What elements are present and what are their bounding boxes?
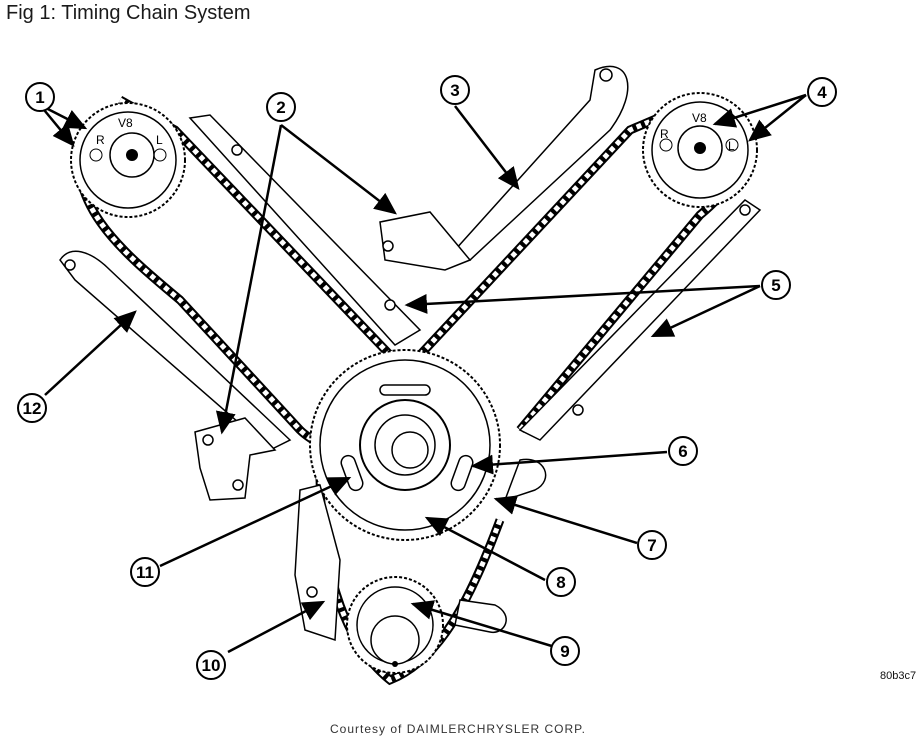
svg-text:2: 2 [276, 98, 285, 117]
callout-12: 12 [17, 393, 47, 423]
svg-text:3: 3 [450, 81, 459, 100]
svg-text:9: 9 [560, 642, 569, 661]
right-cam-sprocket: V8 R L [642, 92, 758, 208]
callout-6: 6 [668, 436, 698, 466]
right-cam-engine-label: V8 [692, 111, 707, 125]
callout-8: 8 [546, 567, 576, 597]
svg-text:8: 8 [556, 573, 565, 592]
figure-title: Fig 1: Timing Chain System [6, 2, 251, 24]
chain-guides [59, 65, 762, 451]
callout-3: 3 [440, 75, 470, 105]
idler-sprocket [309, 349, 501, 541]
callout-11: 11 [130, 557, 160, 587]
right-cam-r-label: R [660, 127, 669, 141]
svg-text:7: 7 [647, 536, 656, 555]
svg-text:4: 4 [817, 83, 827, 102]
callout-leaders [39, 93, 807, 654]
callout-2: 2 [266, 92, 296, 122]
callout-9: 9 [550, 636, 580, 666]
left-cam-sprocket: V8 R L [70, 102, 186, 218]
callout-4: 4 [807, 77, 837, 107]
left-cam-engine-label: V8 [118, 116, 133, 130]
callout-5: 5 [761, 270, 791, 300]
callouts: 1 2 3 4 5 6 7 8 9 10 11 12 [17, 75, 837, 680]
chain-tensioners [194, 211, 472, 501]
svg-text:10: 10 [202, 656, 221, 675]
callout-1: 1 [25, 82, 55, 112]
figure-id: 80b3c7 [880, 670, 917, 682]
svg-text:1: 1 [35, 88, 44, 107]
callout-7: 7 [637, 530, 667, 560]
svg-text:6: 6 [678, 442, 687, 461]
left-cam-r-label: R [96, 133, 105, 147]
svg-text:5: 5 [771, 276, 780, 295]
copyright-text: Courtesy of DAIMLERCHRYSLER CORP. [330, 722, 586, 736]
crank-sprocket [346, 576, 444, 674]
svg-text:11: 11 [136, 563, 154, 582]
left-cam-l-label: L [156, 133, 163, 147]
right-cam-l-label: L [728, 139, 735, 153]
callout-10: 10 [196, 650, 226, 680]
svg-text:12: 12 [23, 399, 42, 418]
